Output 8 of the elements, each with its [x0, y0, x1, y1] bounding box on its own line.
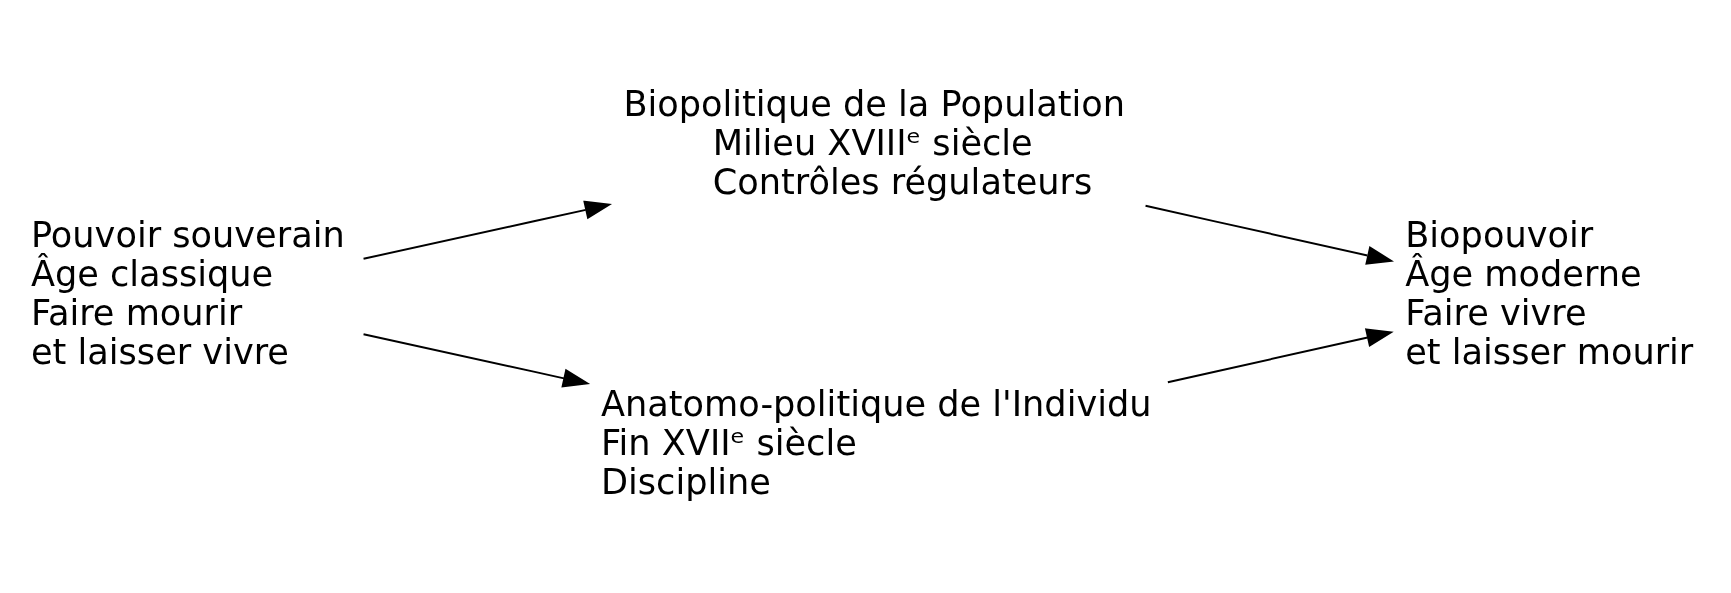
arrow [362, 333, 591, 388]
node-text: Biopolitique de la Population Milieu XVIIIᵉ siècle Contrôles régulateurs [623, 82, 1126, 202]
arrow [1144, 204, 1394, 265]
node-text: Anatomo-politique de l'Individu Fin XVIIᵉ siècle Discipline [600, 383, 1152, 503]
node-text: Biopouvoir Âge moderne Faire vivre et laisser mourir [1405, 213, 1694, 372]
arrow [1166, 328, 1394, 384]
node-text: Pouvoir souverain Âge classique Faire mourir et laisser vivre [30, 213, 345, 372]
arrow [362, 200, 612, 260]
